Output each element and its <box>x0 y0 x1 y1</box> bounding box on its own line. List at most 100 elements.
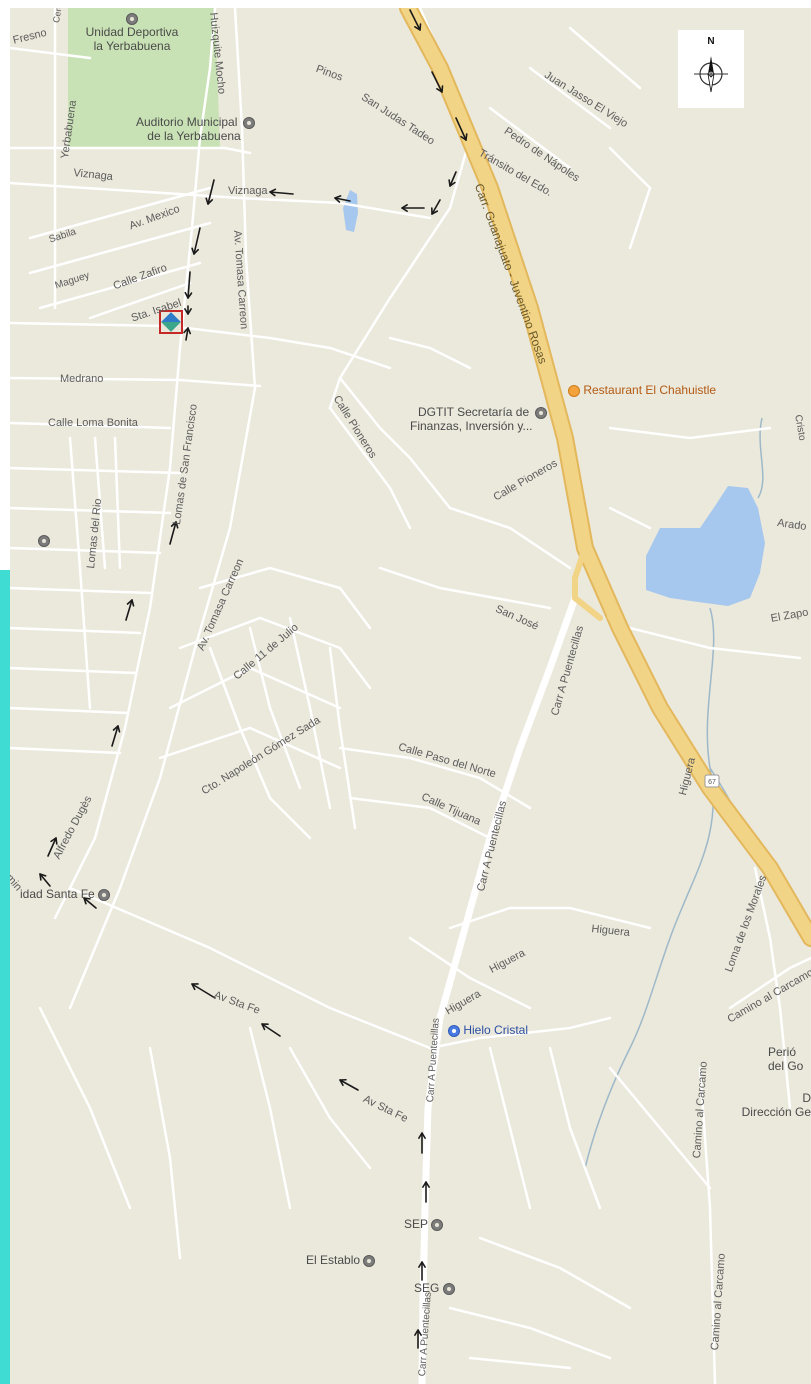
highway-shield-number: 67 <box>708 779 716 786</box>
route-arrow-head <box>50 837 58 845</box>
route-arrow-head <box>261 1023 269 1031</box>
poi-label: del Go <box>768 1058 804 1073</box>
poi-label: Dirección Ge <box>741 1104 811 1119</box>
side-accent-strip <box>0 570 12 1384</box>
route-arrow <box>169 521 177 545</box>
poi-label: idad Santa Fe <box>20 887 95 901</box>
route-arrow-head <box>431 207 439 215</box>
route-arrow-head <box>414 23 422 31</box>
poi-restaurant[interactable]: Restaurant El Chahuistle <box>568 383 717 398</box>
route-arrow <box>269 191 294 195</box>
compass-north-label: N <box>707 36 715 47</box>
route-arrow-head <box>191 247 200 255</box>
pond-small <box>343 190 358 232</box>
route-arrow-head <box>170 521 179 529</box>
route-arrow <box>125 599 133 621</box>
lake-large <box>646 486 765 606</box>
poi-periodico[interactable]: Perió del Go <box>768 1045 804 1074</box>
poi-sep[interactable]: SEP <box>404 1217 444 1232</box>
route-arrow <box>47 837 57 857</box>
highway-ramp <box>572 545 603 621</box>
route-arrow-head <box>334 195 342 203</box>
shop-icon <box>448 1024 460 1037</box>
route-arrow-head <box>422 1181 430 1188</box>
poi-label: Perió <box>768 1045 797 1059</box>
poi-label: la Yerbabuena <box>93 38 171 53</box>
poi-label: de la Yerbabuena <box>147 128 241 143</box>
route-arrow <box>207 179 215 205</box>
route-arrow <box>431 71 443 93</box>
route-arrow-head <box>83 897 91 905</box>
route-arrow-head <box>414 1329 422 1336</box>
road-puentecillas <box>418 594 579 1384</box>
location-marker[interactable] <box>159 310 183 334</box>
route-arrow-head <box>436 85 444 93</box>
poi-label: Unidad Deportiva <box>85 24 179 39</box>
route-arrow-head <box>418 1132 426 1139</box>
route-arrows <box>39 9 468 1349</box>
poi-pin-icon <box>363 1254 376 1267</box>
route-arrow <box>449 171 457 187</box>
map-layer: 67 <box>10 8 811 1384</box>
route-arrow-head <box>183 327 192 335</box>
poi-pin-icon <box>242 116 255 129</box>
restaurant-icon <box>568 384 580 397</box>
poi-label: SEG <box>414 1281 440 1295</box>
route-arrow-head <box>448 179 456 187</box>
route-arrow <box>455 117 467 141</box>
poi-label: Finanzas, Inversión y... <box>410 418 533 433</box>
route-arrow-head <box>184 308 192 315</box>
compass-icon <box>694 56 728 93</box>
highway-shield <box>704 774 720 788</box>
poi-pin-icon <box>98 888 111 901</box>
poi-label: El Establo <box>306 1253 361 1267</box>
route-arrow-head <box>112 725 121 733</box>
poi-label: SEP <box>404 1217 428 1231</box>
route-arrow-head <box>460 133 468 141</box>
poi-label: Auditorio Municipal <box>136 115 238 129</box>
poi-pin-icon <box>126 12 138 25</box>
route-arrow <box>83 897 97 909</box>
poi-pin-icon <box>431 1218 444 1231</box>
poi-unidad-deportiva[interactable]: Unidad Deportiva la Yerbabuena <box>72 12 192 53</box>
poi-dgtit[interactable]: DGTIT Secretaría de Finanzas, Inversión … <box>410 405 547 434</box>
poi-unidad-santa-fe[interactable]: idad Santa Fe <box>20 887 111 902</box>
park-area <box>68 8 220 148</box>
street-label: Viznaga <box>228 185 268 197</box>
route-arrow <box>409 9 421 31</box>
street-label: Calle Loma Bonita <box>48 417 138 429</box>
route-arrow-head <box>339 1078 347 1087</box>
route-arrow <box>185 327 189 341</box>
poi-hielo-cristal[interactable]: Hielo Cristal <box>448 1023 529 1038</box>
route-arrow-head <box>205 197 214 205</box>
route-arrow <box>431 199 441 215</box>
route-arrow-head <box>191 983 199 991</box>
route-arrow <box>261 1023 281 1037</box>
map-canvas[interactable]: 67 N Carr. Guanajuato - Juventino Rosas … <box>10 8 811 1384</box>
poi-generic[interactable] <box>38 534 50 548</box>
route-arrow-head <box>126 599 135 607</box>
poi-el-establo[interactable]: El Establo <box>306 1253 376 1268</box>
route-arrow <box>111 725 119 747</box>
compass-rose: N <box>678 30 744 108</box>
poi-seg[interactable]: SEG <box>414 1281 455 1296</box>
poi-auditorio[interactable]: Auditorio Municipal de la Yerbabuena <box>136 115 255 144</box>
poi-label: Hielo Cristal <box>463 1023 529 1037</box>
poi-label: D <box>802 1091 811 1105</box>
location-marker-icon <box>161 312 181 332</box>
route-arrow-head <box>401 204 408 212</box>
route-arrow <box>339 1079 359 1091</box>
route-arrow-head <box>269 188 277 197</box>
route-arrow-head <box>39 873 47 881</box>
poi-label: Restaurant El Chahuistle <box>583 383 717 397</box>
route-arrow <box>187 271 191 299</box>
poi-direccion[interactable]: D Dirección Ge <box>734 1091 811 1120</box>
street-label: Medrano <box>60 373 104 385</box>
route-arrow <box>39 873 51 887</box>
poi-pin-icon <box>534 406 547 419</box>
poi-pin-icon <box>38 534 50 547</box>
route-arrow <box>334 197 351 202</box>
poi-label: DGTIT Secretaría de <box>418 405 530 419</box>
route-arrow <box>191 983 216 999</box>
